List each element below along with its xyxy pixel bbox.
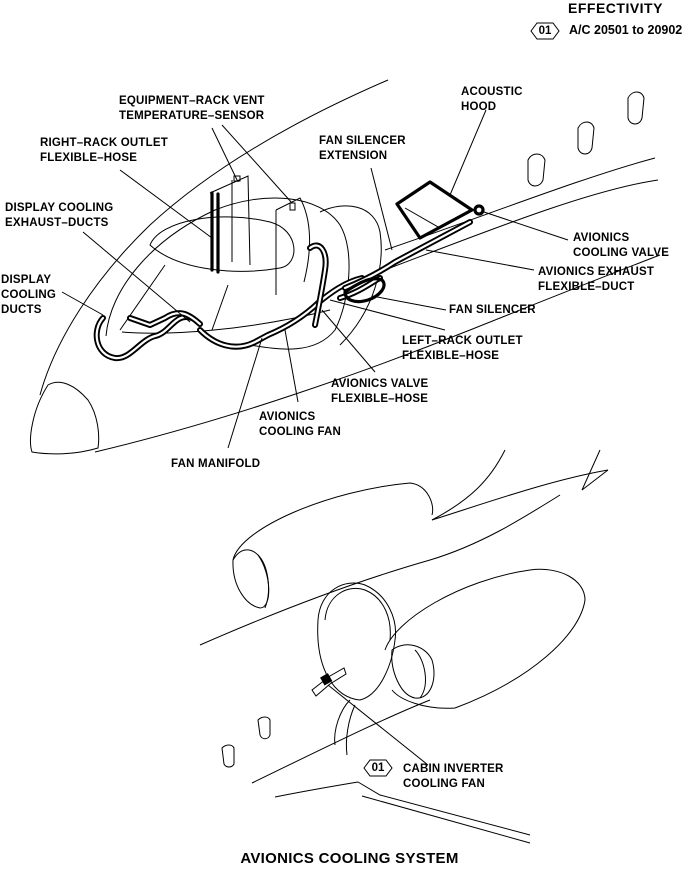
- cabin-windows: [527, 91, 645, 187]
- effectivity-badge: 01: [530, 22, 560, 40]
- label-avionics-valve-hose: AVIONICS VALVE FLEXIBLE–HOSE: [331, 378, 429, 405]
- label-right-rack-outlet-hose: RIGHT–RACK OUTLET FLEXIBLE–HOSE: [40, 137, 168, 164]
- label-fan-manifold: FAN MANIFOLD: [171, 458, 261, 470]
- tail-section: [199, 449, 609, 844]
- equipment-racks: [209, 175, 311, 295]
- label-left-rack-outlet-hose: LEFT–RACK OUTLET FLEXIBLE–HOSE: [402, 335, 523, 362]
- label-fan-silencer-extension: FAN SILENCER EXTENSION: [319, 135, 406, 162]
- cabin-inverter-badge-number: 01: [371, 762, 385, 774]
- cooling-ducts: [93, 219, 473, 362]
- cabin-inverter-fan: [311, 667, 347, 697]
- label-display-cooling-exhaust-ducts: DISPLAY COOLING EXHAUST–DUCTS: [5, 202, 114, 229]
- label-fan-silencer: FAN SILENCER: [449, 304, 536, 316]
- effectivity-badge-number: 01: [538, 25, 552, 37]
- leader-lines: [61, 109, 569, 766]
- label-acoustic-hood: ACOUSTIC HOOD: [461, 86, 523, 113]
- label-avionics-exhaust-duct: AVIONICS EXHAUST FLEXIBLE–DUCT: [538, 266, 655, 293]
- label-display-cooling-ducts: DISPLAY COOLING DUCTS: [1, 274, 57, 316]
- fan-silencer: [343, 277, 386, 304]
- effectivity-range: A/C 20501 to 20902: [569, 23, 683, 37]
- nose-radome: [30, 381, 100, 455]
- effectivity-title: EFFECTIVITY: [568, 0, 663, 16]
- cabin-inverter-badge: 01: [363, 759, 393, 777]
- label-equipment-rack-vent-sensor: EQUIPMENT–RACK VENT TEMPERATURE–SENSOR: [119, 95, 265, 122]
- hexagon-icon: [530, 22, 560, 40]
- label-cabin-inverter-fan: CABIN INVERTER COOLING FAN: [403, 763, 504, 790]
- hexagon-icon: [363, 759, 393, 777]
- acoustic-hood: [395, 180, 485, 240]
- label-avionics-cooling-valve: AVIONICS COOLING VALVE: [573, 232, 670, 259]
- diagram-title: AVIONICS COOLING SYSTEM: [240, 850, 459, 867]
- label-avionics-cooling-fan: AVIONICS COOLING FAN: [259, 411, 342, 438]
